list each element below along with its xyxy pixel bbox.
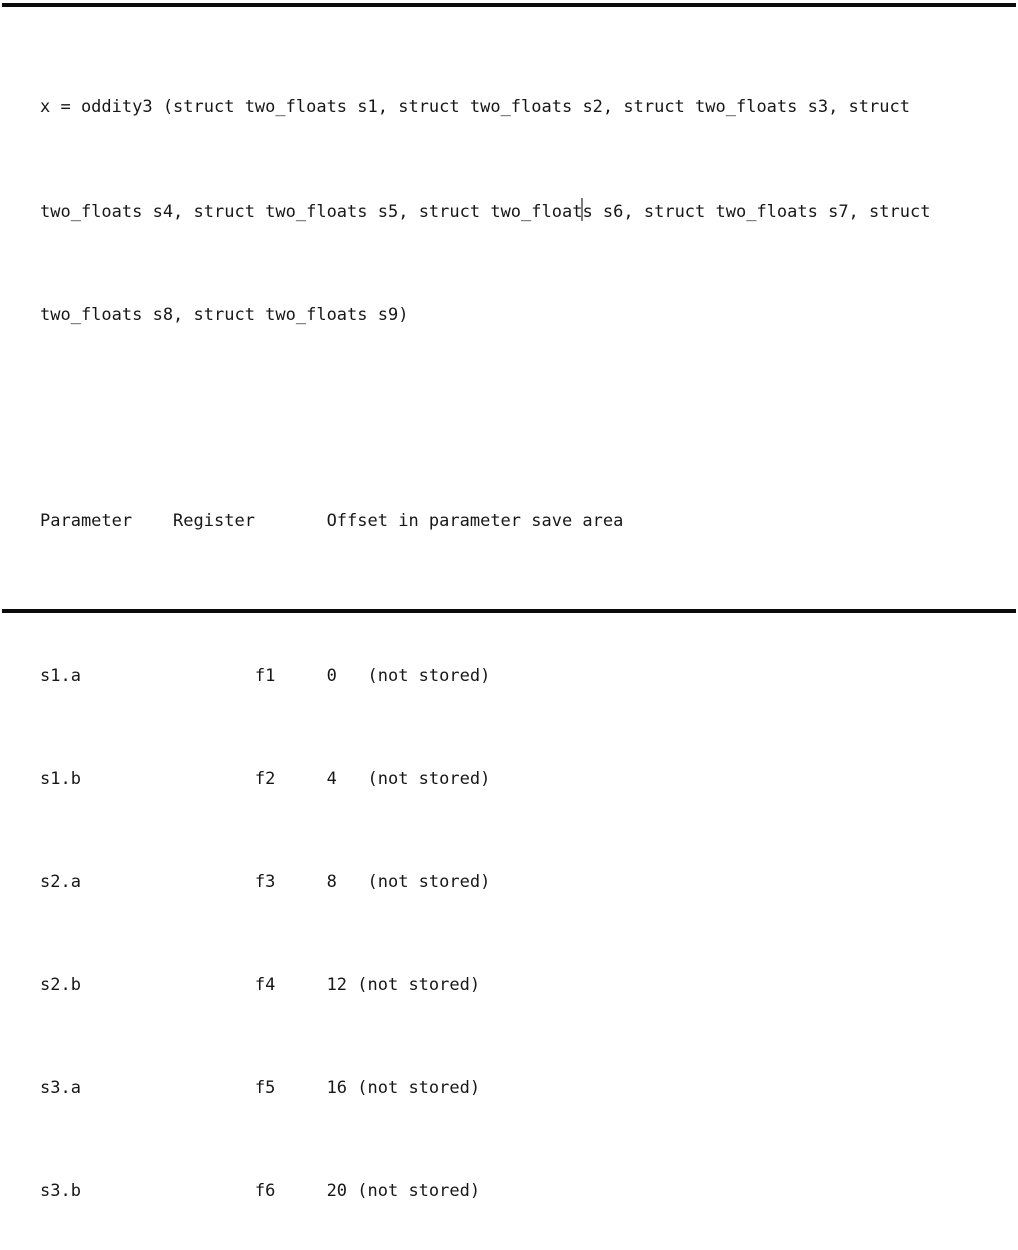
cell-register: f1 — [254, 665, 276, 686]
table-row: s1.b f2 4 (not stored) — [40, 767, 1008, 793]
signature-line-3: two_floats s8, struct two_floats s9) — [40, 305, 409, 326]
column-header-offset: Offset in parameter save area — [326, 511, 624, 532]
table-row: s2.a f3 8 (not stored) — [40, 870, 1008, 896]
parameter-table: s1.a f1 0 (not stored) s1.b f2 4 (not st… — [40, 612, 1008, 1250]
bottom-rule — [2, 609, 1016, 613]
column-header-parameter: Parameter — [40, 511, 133, 532]
text-content[interactable]: x = oddity3 (struct two_floats s1, struc… — [40, 18, 1008, 1250]
cell-offset-note: 8 (not stored) — [326, 871, 491, 892]
column-header-register: Register — [173, 511, 255, 532]
top-rule — [2, 3, 1016, 7]
table-row: s2.b f4 12 (not stored) — [40, 973, 1008, 999]
cell-register: f6 — [254, 1180, 276, 1201]
signature-line-2: two_floats s4, struct two_floats s5, str… — [40, 198, 1008, 226]
blank-line — [40, 406, 1008, 432]
cell-parameter: s3.b — [40, 1180, 81, 1201]
cell-parameter: s1.b — [40, 768, 81, 789]
table-row: s1.a f1 0 (not stored) — [40, 664, 1008, 690]
cell-parameter: s3.a — [40, 1077, 81, 1098]
cell-offset-note: 0 (not stored) — [326, 665, 491, 686]
table-header-row: Parameter Register Offset in parameter s… — [40, 509, 1008, 535]
cell-register: f2 — [254, 768, 276, 789]
cell-parameter: s2.b — [40, 974, 81, 995]
cell-offset-note: 16 (not stored) — [326, 1077, 481, 1098]
cell-register: f5 — [254, 1077, 276, 1098]
table-row: s3.a f5 16 (not stored) — [40, 1076, 1008, 1102]
signature-line-2-before-caret: two_floats s4, struct two_floats s5, str… — [40, 202, 583, 223]
signature-line-2-after-caret: s s6, struct two_floats s7, struct — [582, 202, 931, 223]
cell-register: f3 — [254, 871, 276, 892]
cell-offset-note: 12 (not stored) — [326, 974, 481, 995]
text-caret — [581, 198, 584, 222]
table-row: s3.b f6 20 (not stored) — [40, 1179, 1008, 1205]
cell-offset-note: 20 (not stored) — [326, 1180, 481, 1201]
cell-parameter: s1.a — [40, 665, 81, 686]
cell-parameter: s2.a — [40, 871, 81, 892]
cell-offset-note: 4 (not stored) — [326, 768, 491, 789]
cell-register: f4 — [254, 974, 276, 995]
signature-line-1: x = oddity3 (struct two_floats s1, struc… — [40, 97, 910, 118]
